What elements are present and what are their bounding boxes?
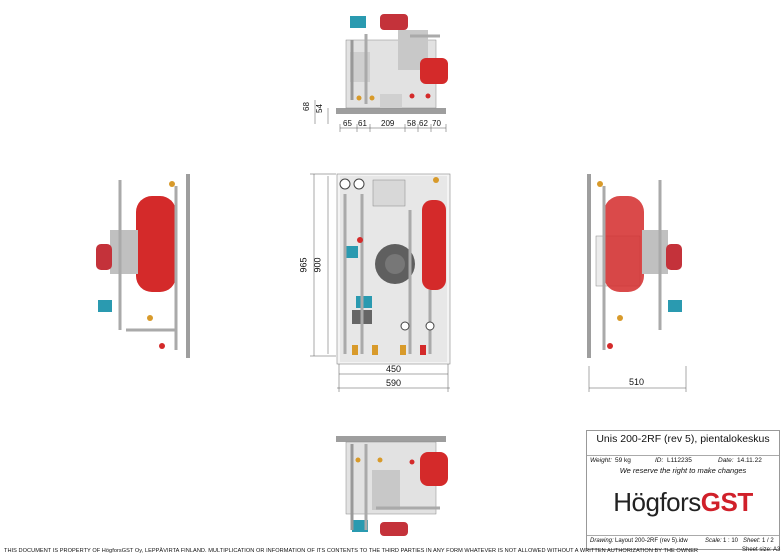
dim-900: 900	[312, 257, 323, 273]
bottom-view	[336, 436, 448, 536]
id-value: L112235	[667, 457, 692, 464]
dim-65: 65	[343, 119, 352, 128]
dim-965: 965	[298, 257, 309, 273]
top-view	[336, 14, 448, 114]
sheet-size: Sheet size: A3	[742, 547, 781, 553]
weight-label: Weight:	[590, 457, 612, 464]
company-logo: HögforsGST	[587, 487, 779, 518]
date-label: Date:	[718, 457, 734, 464]
dim-61: 61	[358, 119, 367, 128]
logo-main-text: Högfors	[613, 487, 701, 517]
title-block: Unis 200-2RF (rev 5), pientalokeskus Wei…	[586, 430, 780, 550]
scale-value: 1 : 10	[723, 538, 739, 544]
drawing-title: Unis 200-2RF (rev 5), pientalokeskus	[596, 433, 770, 445]
dim-68: 68	[301, 102, 311, 111]
id-label: ID:	[655, 457, 664, 464]
dim-450: 450	[386, 364, 402, 374]
scale-label: Scale:	[705, 538, 722, 544]
front-view	[336, 173, 451, 365]
dim-54: 54	[314, 104, 324, 113]
dim-209: 209	[381, 119, 395, 128]
sheet-label: Sheet:	[743, 538, 761, 544]
drawing-info-row: Drawing: Layout 200-2RF (rev 5).idw Scal…	[587, 535, 779, 548]
date-value: 14.11.22	[737, 457, 762, 464]
reserve-note: We reserve the right to make changes	[619, 466, 747, 475]
meta-row: Weight: 59 kg ID: L112235 Date: 14.11.22	[587, 455, 779, 467]
dim-510: 510	[629, 377, 645, 387]
dim-58: 58	[407, 119, 416, 128]
dim-590: 590	[386, 378, 402, 388]
footer-disclaimer: THIS DOCUMENT IS PROPERTY OF HögforsGST …	[4, 548, 699, 554]
drawing-label: Drawing:	[590, 538, 614, 544]
dim-70: 70	[432, 119, 441, 128]
dim-62: 62	[419, 119, 428, 128]
logo-accent-text: GST	[700, 487, 753, 517]
drawing-value: Layout 200-2RF (rev 5).idw	[615, 538, 688, 544]
left-side-view	[96, 174, 190, 358]
weight-value: 59 kg	[615, 457, 631, 464]
sheet-value: 1 / 2	[762, 538, 774, 544]
right-side-view	[587, 174, 682, 358]
